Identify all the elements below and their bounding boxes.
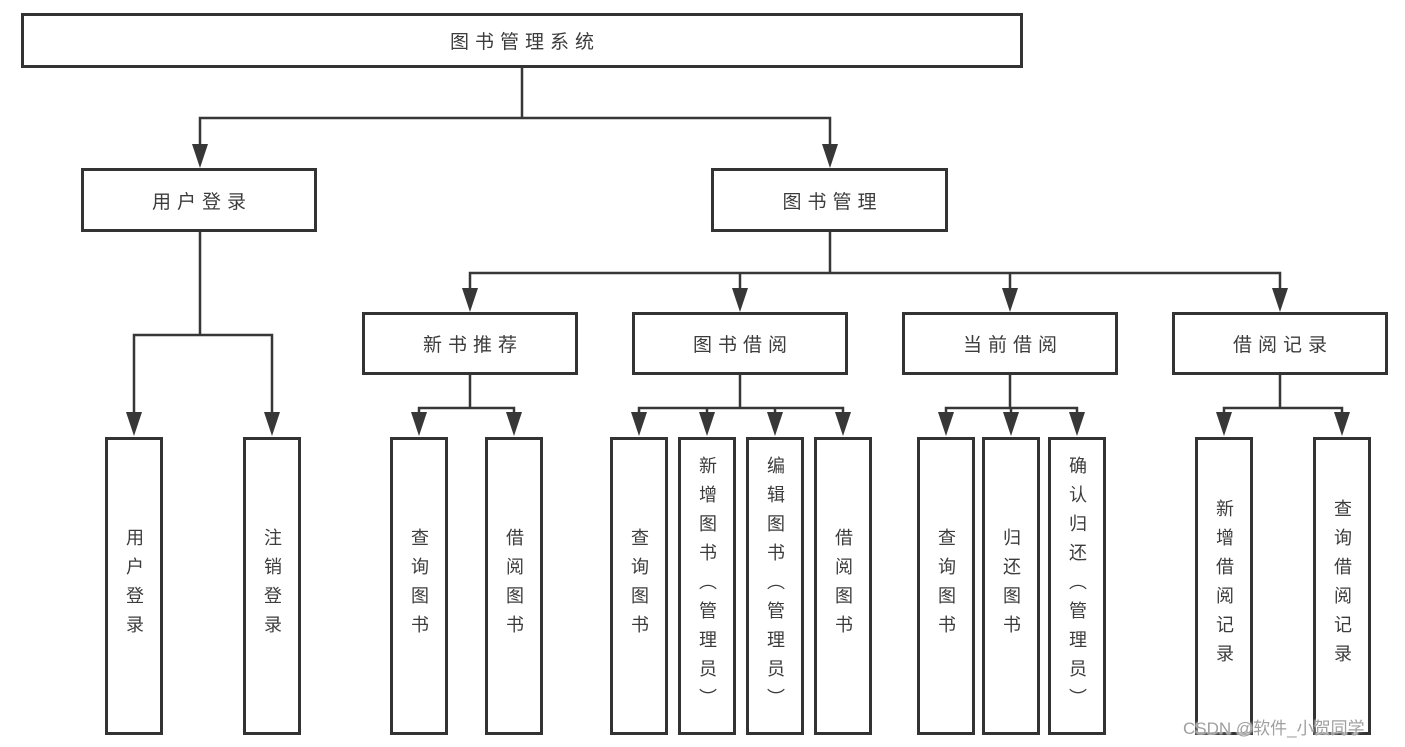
node-label: 注销登录 <box>262 528 282 644</box>
node-leaf-borrow-edit-books-admin: 编辑图书（管理员） <box>746 437 804 735</box>
arrowheads <box>126 144 1350 436</box>
node-label: 查询图书 <box>409 528 429 644</box>
node-label: 查询图书 <box>629 528 649 644</box>
node-borrow-records: 借阅记录 <box>1172 312 1388 375</box>
node-current-borrow: 当前借阅 <box>902 312 1118 375</box>
node-leaf-current-query-books: 查询图书 <box>917 437 975 735</box>
node-label: 借阅记录 <box>1232 335 1333 356</box>
node-label: 编辑图书（管理员） <box>765 455 785 717</box>
node-label: 图书管理系统 <box>449 32 600 53</box>
node-label: 当前借阅 <box>962 335 1063 356</box>
node-label: 新书推荐 <box>422 335 523 356</box>
node-label: 用户登录 <box>151 191 252 213</box>
node-label: 图书管理 <box>782 191 883 213</box>
node-label: 借阅图书 <box>833 528 853 644</box>
node-root-system: 图书管理系统 <box>21 13 1023 68</box>
node-new-book-recommend: 新书推荐 <box>362 312 578 375</box>
node-leaf-logout: 注销登录 <box>243 437 301 735</box>
node-leaf-borrow-query-books: 查询图书 <box>610 437 668 735</box>
node-label: 查询图书 <box>936 528 956 644</box>
node-label: 确认归还（管理员） <box>1067 455 1087 717</box>
node-book-management: 图书管理 <box>711 168 948 232</box>
node-label: 图书借阅 <box>692 335 793 356</box>
node-label: 借阅图书 <box>504 528 524 644</box>
node-label: 用户登录 <box>124 528 144 644</box>
node-leaf-borrow-add-books-admin: 新增图书（管理员） <box>678 437 736 735</box>
node-leaf-current-confirm-return-admin: 确认归还（管理员） <box>1048 437 1106 735</box>
node-leaf-records-add-borrow-record: 新增借阅记录 <box>1195 437 1253 735</box>
node-label: 查询借阅记录 <box>1332 499 1352 673</box>
node-label: 新增借阅记录 <box>1214 499 1234 673</box>
node-label: 归还图书 <box>1001 528 1021 644</box>
node-leaf-newbook-borrow-books: 借阅图书 <box>485 437 543 735</box>
node-book-borrow: 图书借阅 <box>632 312 848 375</box>
node-leaf-current-return-books: 归还图书 <box>982 437 1040 735</box>
node-user-login: 用户登录 <box>81 168 317 232</box>
node-leaf-user-login: 用户登录 <box>105 437 163 735</box>
node-leaf-records-query-borrow-record: 查询借阅记录 <box>1313 437 1371 735</box>
watermark: CSDN @软件_小贺同学 <box>1183 719 1365 738</box>
node-leaf-borrow-borrow-books: 借阅图书 <box>814 437 872 735</box>
node-label: 新增图书（管理员） <box>697 455 717 717</box>
node-leaf-newbook-query-books: 查询图书 <box>390 437 448 735</box>
